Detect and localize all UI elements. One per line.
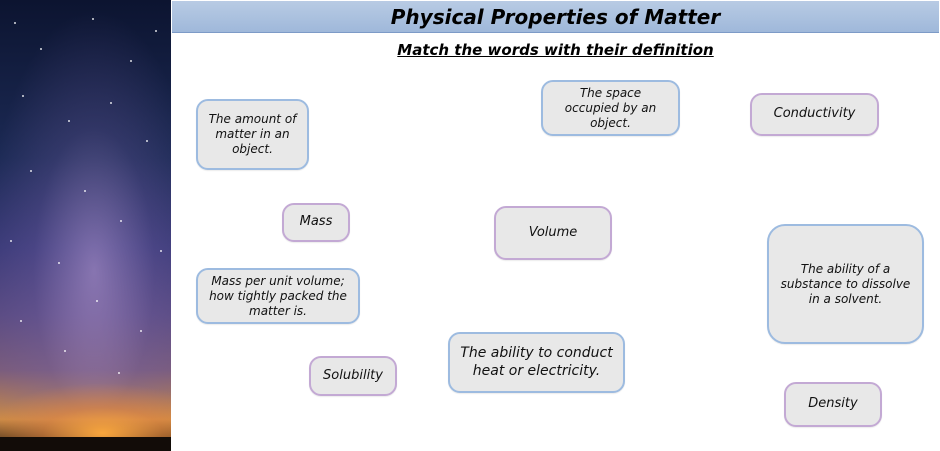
word-card-density[interactable]: Density xyxy=(784,382,882,427)
word-card-conductivity[interactable]: Conductivity xyxy=(750,93,879,136)
definition-card-mass-per-unit-volume[interactable]: Mass per unit volume; how tightly packed… xyxy=(196,268,360,324)
word-card-solubility[interactable]: Solubility xyxy=(309,356,397,396)
instructions-subtitle: Match the words with their definition xyxy=(397,41,714,59)
word-card-volume[interactable]: Volume xyxy=(494,206,612,260)
definition-card-amount-of-matter[interactable]: The amount of matter in an object. xyxy=(196,99,309,170)
word-card-mass[interactable]: Mass xyxy=(282,203,350,242)
page-title: Physical Properties of Matter xyxy=(390,4,721,29)
horizon-silhouette xyxy=(0,437,171,451)
title-bar: Physical Properties of Matter xyxy=(172,1,939,33)
definition-card-ability-dissolve[interactable]: The ability of a substance to dissolve i… xyxy=(767,224,924,344)
night-sky-image xyxy=(0,0,171,451)
definition-card-ability-conduct[interactable]: The ability to conduct heat or electrici… xyxy=(448,332,625,393)
definition-card-space-occupied[interactable]: The space occupied by an object. xyxy=(541,80,680,136)
